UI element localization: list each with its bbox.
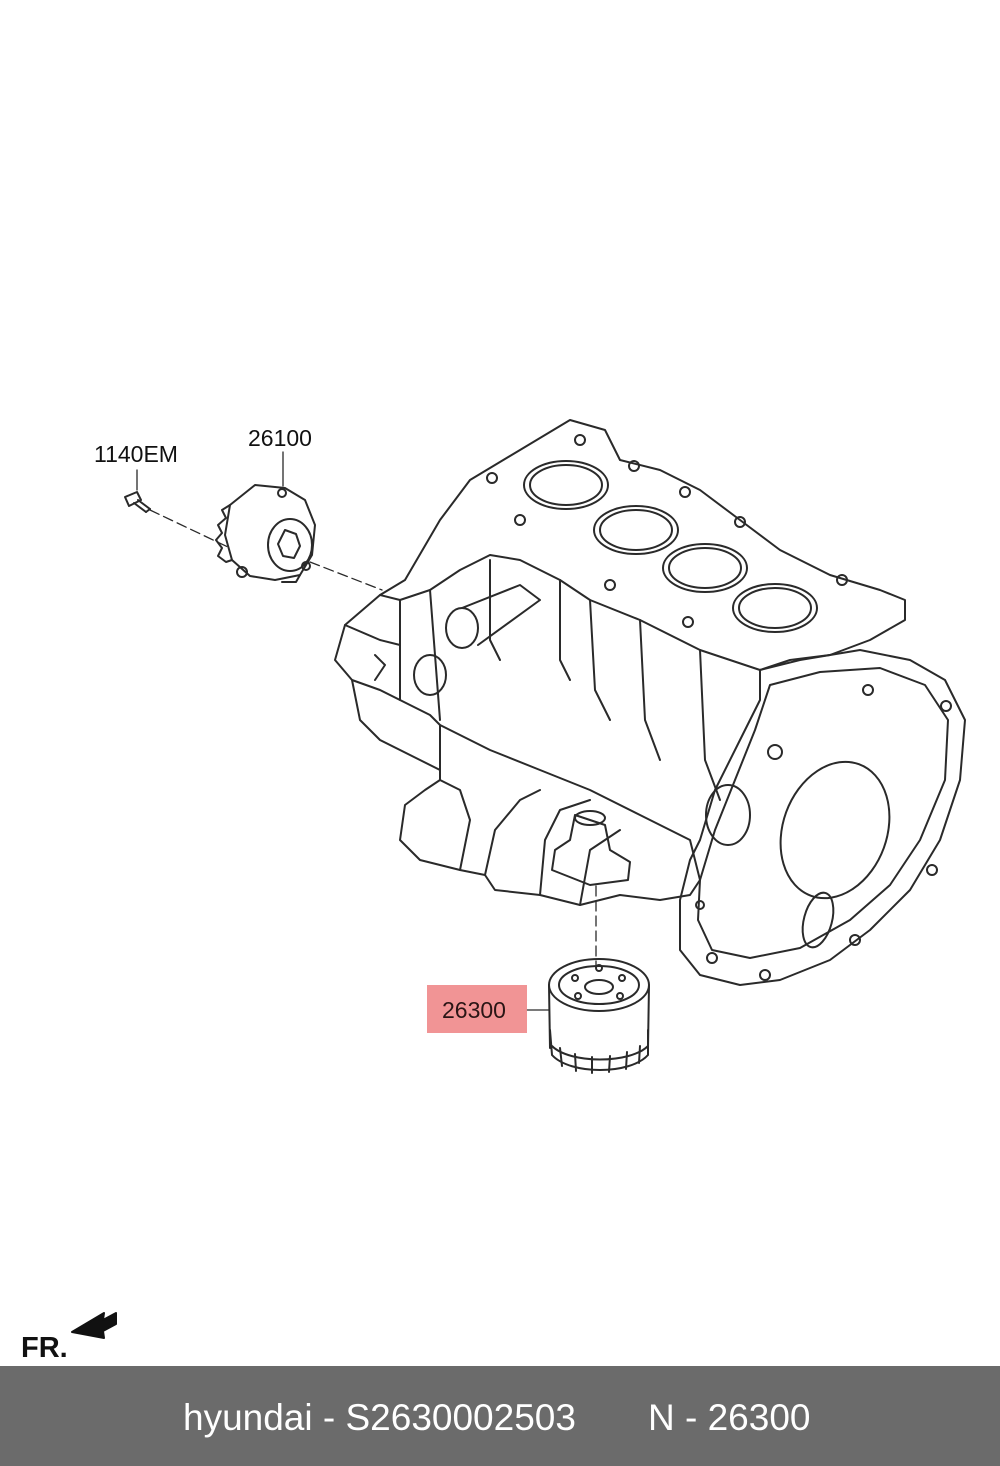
callout-highlight: [427, 985, 527, 1033]
callout-26300[interactable]: 26300: [442, 997, 506, 1023]
engine-block: [334, 419, 966, 986]
callout-1140em: 1140EM: [94, 441, 178, 467]
callout-26100: 26100: [248, 425, 312, 451]
oil-pump-part: [215, 484, 316, 583]
engine-block-drawing: [71, 419, 966, 1339]
bolt-part: [124, 491, 151, 513]
front-direction-arrow-icon: [71, 1312, 117, 1339]
footer-bar: hyundai - S2630002503 N - 26300: [0, 1366, 1000, 1466]
front-direction-label: FR.: [21, 1332, 68, 1364]
footer-reference: N - 26300: [648, 1397, 811, 1438]
oil-filter-part: [548, 958, 650, 1074]
parts-diagram: 1140EM 26100 26300 FR.: [21, 419, 966, 1364]
leader-lines: [136, 451, 597, 1011]
footer-part-number: hyundai - S2630002503: [183, 1397, 576, 1438]
